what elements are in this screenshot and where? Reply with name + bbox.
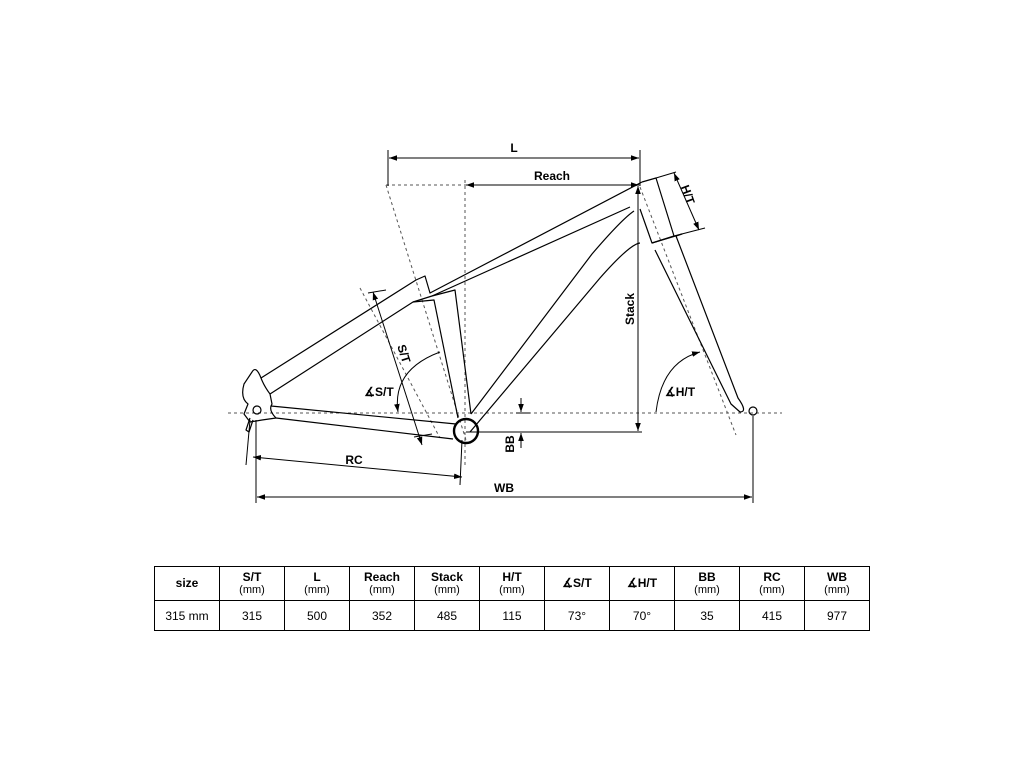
rear-dropout: [242, 368, 277, 423]
column-header-name: Reach: [363, 570, 401, 584]
label-ht-angle: ∡H/T: [665, 385, 696, 399]
table-cell: 73°: [544, 600, 610, 631]
table-cell: 352: [349, 600, 415, 631]
top-tube: [260, 181, 643, 379]
fork: [651, 233, 745, 413]
seat-tube-front: [431, 289, 472, 415]
table-cell: 315 mm: [154, 600, 220, 631]
table-cell: 500: [284, 600, 350, 631]
label-reach: Reach: [534, 169, 570, 183]
label-st: S/T: [394, 343, 413, 366]
column-header-name: RC: [763, 570, 781, 584]
reference-lines: [228, 180, 782, 468]
label-wb: WB: [494, 481, 514, 495]
table-cell: 415: [739, 600, 805, 631]
column-header: S/T(mm): [219, 566, 285, 601]
dimension-st: [372, 291, 423, 446]
head-tube: [639, 177, 675, 244]
ht-angle-arc: [655, 351, 701, 413]
column-header: Stack(mm): [414, 566, 480, 601]
label-bb: BB: [503, 435, 517, 453]
column-header-name: H/T: [502, 570, 522, 584]
table-cell: 35: [674, 600, 740, 631]
dimension-rc: [252, 454, 463, 480]
column-header: Reach(mm): [349, 566, 415, 601]
column-header-name: WB: [827, 570, 847, 584]
column-header: H/T(mm): [479, 566, 545, 601]
column-header: size: [154, 566, 220, 601]
column-header-unit: (mm): [499, 584, 525, 596]
column-header: RC(mm): [739, 566, 805, 601]
down-tube: [470, 210, 635, 415]
column-header-name: BB: [698, 570, 716, 584]
label-st-angle: ∡S/T: [364, 385, 394, 399]
dimension-ht: [673, 172, 700, 231]
column-header-name: ∡H/T: [626, 576, 658, 590]
column-header: ∡S/T: [544, 566, 610, 601]
column-header-name: Stack: [430, 570, 464, 584]
column-header-unit: (mm): [694, 584, 720, 596]
label-ht: H/T: [678, 183, 698, 207]
column-header-name: S/T: [242, 570, 262, 584]
column-header-unit: (mm): [824, 584, 850, 596]
label-stack: Stack: [623, 293, 637, 325]
column-header: BB(mm): [674, 566, 740, 601]
column-header-name: ∡S/T: [562, 576, 592, 590]
label-l: L: [510, 141, 517, 155]
label-rc: RC: [345, 453, 363, 467]
rear-axle: [252, 405, 262, 415]
column-header: L(mm): [284, 566, 350, 601]
column-header-name: L: [313, 570, 321, 584]
bike-frame: [242, 177, 758, 445]
column-header-unit: (mm): [369, 584, 395, 596]
column-header: WB(mm): [804, 566, 870, 601]
column-header: ∡H/T: [609, 566, 675, 601]
top-tube-lower: [269, 206, 631, 395]
table-cell: 977: [804, 600, 870, 631]
chain-stay: [270, 405, 457, 425]
st-angle-arc: [394, 351, 441, 413]
table-cell: 70°: [609, 600, 675, 631]
column-header-unit: (mm): [759, 584, 785, 596]
table-cell: 485: [414, 600, 480, 631]
derailleur-hanger: [245, 417, 254, 433]
down-tube-lower: [469, 242, 641, 433]
bottom-bracket: [452, 417, 480, 445]
table-cell: 115: [479, 600, 545, 631]
table-cell: 315: [219, 600, 285, 631]
column-header-unit: (mm): [434, 584, 460, 596]
dimension-lines: [245, 150, 754, 503]
column-header-unit: (mm): [304, 584, 330, 596]
column-header-name: size: [175, 576, 199, 590]
front-axle: [748, 406, 758, 416]
column-header-unit: (mm): [239, 584, 265, 596]
